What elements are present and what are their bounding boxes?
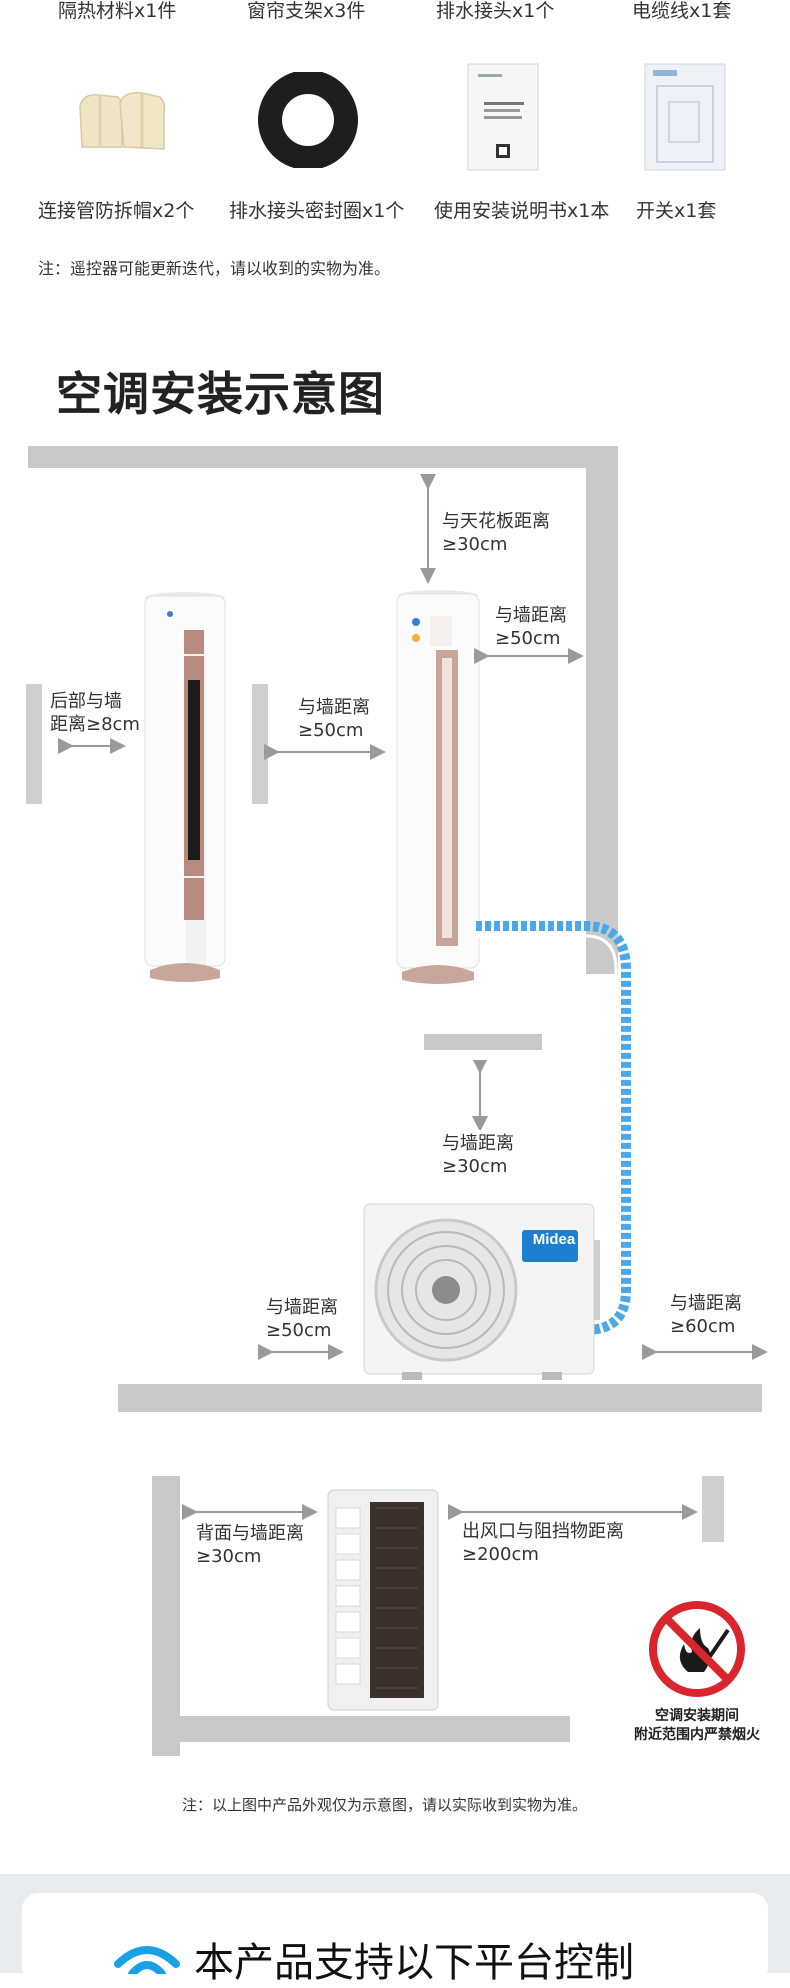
section-title: 空调安装示意图 <box>56 367 385 421</box>
outdoor-top-arrow <box>472 1060 488 1130</box>
ceiling-distance-value: ≥30cm <box>442 534 508 555</box>
obstacle-wall <box>702 1476 724 1542</box>
outdoor-right-label: 与墙距离 <box>670 1293 742 1314</box>
rear-distance-value: ≥30cm <box>196 1546 262 1567</box>
manual-image <box>467 63 539 171</box>
protective-cap-image <box>79 91 166 150</box>
accessory-label: 窗帘支架x3件 <box>247 0 366 22</box>
indoor-unit-left <box>144 592 226 982</box>
rear-arrows <box>182 1504 698 1520</box>
wall-distance-value: ≥50cm <box>495 628 561 649</box>
refrigerant-pipe <box>476 921 631 1335</box>
midea-logo: Midea <box>532 1231 576 1248</box>
side-distance-value: ≥50cm <box>298 720 364 741</box>
accessory-label: 连接管防拆帽x2个 <box>38 200 195 222</box>
outdoor-unit <box>363 1203 600 1380</box>
accessory-label: 电缆线x1套 <box>632 0 732 22</box>
platform-title: 本产品支持以下平台控制 <box>194 1940 634 1986</box>
outdoor-unit-side <box>327 1489 439 1711</box>
seal-ring-image <box>258 72 358 168</box>
side-distance-label: 与墙距离 <box>298 697 370 718</box>
outdoor-top-value: ≥30cm <box>442 1156 508 1177</box>
back-distance-label: 后部与墙 <box>50 691 122 712</box>
outdoor-right-value: ≥60cm <box>670 1316 736 1337</box>
outdoor-side-arrows <box>258 1344 768 1360</box>
back-wall-left <box>26 684 42 804</box>
accessory-label: 开关x1套 <box>636 200 717 222</box>
no-fire-icon <box>649 1601 745 1697</box>
right-wall <box>586 446 618 974</box>
outdoor-top-label: 与墙距离 <box>442 1133 514 1154</box>
wifi-icon <box>114 1946 180 1974</box>
accessory-label: 使用安装说明书x1本 <box>434 200 610 222</box>
side-wall <box>252 684 268 804</box>
back-distance-value: 距离≥8cm <box>50 714 140 735</box>
wall-distance-label: 与墙距离 <box>495 605 567 626</box>
fire-warning-line2: 附近范围内严禁烟火 <box>634 1727 760 1743</box>
indoor-unit-right <box>396 590 480 984</box>
remote-note: 注：遥控器可能更新迭代，请以收到的实物为准。 <box>38 259 391 278</box>
accessory-label: 排水接头x1个 <box>436 0 555 22</box>
outlet-distance-value: ≥200cm <box>462 1544 539 1565</box>
accessory-label: 隔热材料x1件 <box>58 0 177 22</box>
rear-wall <box>152 1476 180 1756</box>
switch-image <box>644 63 726 171</box>
outlet-distance-label: 出风口与阻挡物距离 <box>462 1521 624 1542</box>
fire-warning-line1: 空调安装期间 <box>655 1708 739 1724</box>
ceiling-distance-label: 与天花板距离 <box>442 511 550 532</box>
outdoor-top-wall <box>424 1034 542 1050</box>
floor-wall <box>118 1384 762 1412</box>
bracket-base <box>152 1716 570 1742</box>
clearance-arrows <box>58 474 584 760</box>
outdoor-left-value: ≥50cm <box>266 1320 332 1341</box>
outdoor-left-label: 与墙距离 <box>266 1297 338 1318</box>
accessory-label: 排水接头密封圈x1个 <box>229 200 405 222</box>
diagram-note: 注：以上图中产品外观仅为示意图，请以实际收到实物为准。 <box>182 1796 588 1814</box>
rear-distance-label: 背面与墙距离 <box>196 1523 304 1544</box>
ceiling-wall <box>28 446 618 468</box>
